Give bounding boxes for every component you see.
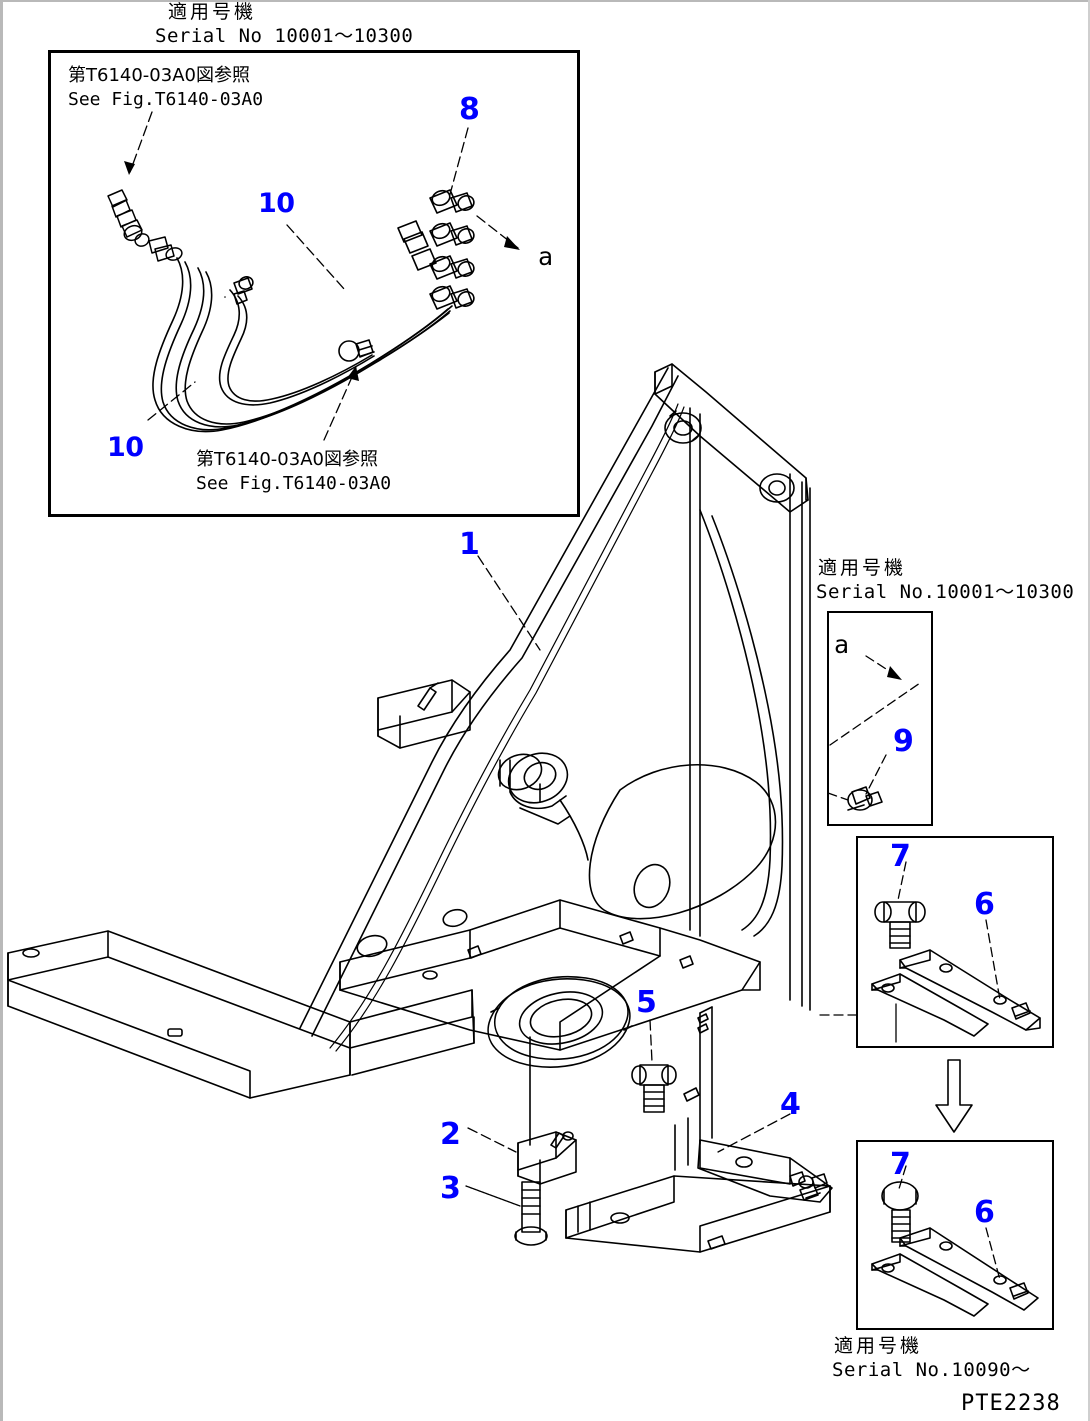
callout-number-10: 10: [107, 432, 144, 463]
chassis-plate: [339, 899, 761, 1051]
right-inset-heading-jp: 適用号機: [818, 557, 907, 579]
top-inset-ref-top-en: See Fig.T6140-03A0: [68, 89, 264, 110]
cylinder-pin-boss: [497, 753, 543, 803]
bolt-item3: [514, 1181, 548, 1246]
top-inset-ref-bottom-en: See Fig.T6140-03A0: [196, 473, 392, 494]
top-inset-ref-bottom-jp: 第T6140-03A0図参照: [196, 449, 378, 470]
section-symbol-a-right: a: [834, 630, 850, 659]
callout-number-9: 9: [893, 724, 914, 759]
main-leaders: [465, 555, 791, 1207]
chassis-hardware: [422, 931, 694, 980]
callout-number-3: 3: [440, 1171, 461, 1206]
mid-bent-arm: [699, 473, 795, 937]
callout-number-6: 6: [974, 887, 995, 922]
callout-number-6: 6: [974, 1195, 995, 1230]
rear-vertical-plate: [689, 407, 811, 1011]
bolt-item5: [631, 1064, 677, 1113]
cross-beam-item4: [565, 1175, 831, 1253]
callout-number-8: 8: [459, 92, 480, 127]
top-inset-heading-jp: 適用号機: [168, 1, 257, 23]
callout-number-5: 5: [636, 985, 657, 1020]
top-inset-heading-en: Serial No 10001～10300: [155, 25, 414, 47]
swing-ring: [487, 976, 633, 1068]
footer-drawing-code: PTE2238: [961, 1391, 1061, 1416]
bracket-inset-upper-frame: [856, 836, 1054, 1048]
bracket-inset-lower-frame: [856, 1140, 1054, 1330]
left-box-beam: [7, 930, 351, 1099]
center-box-beam: [349, 989, 475, 1076]
page-edge-right: [1088, 0, 1090, 1421]
inset-transition-arrow: [935, 1059, 973, 1133]
bracket-inset-lower-heading-jp: 適用号機: [834, 1335, 923, 1357]
right-inset-frame: [827, 611, 933, 826]
page-edge-top: [0, 0, 1090, 2]
frame-cover-hump: [356, 763, 777, 958]
callout-number-7: 7: [890, 839, 911, 874]
vertical-posts: [674, 1006, 713, 1171]
callout-number-10: 10: [258, 188, 295, 219]
boom-head: [654, 363, 809, 513]
right-frame-member: [697, 1139, 833, 1203]
right-inset-heading-en: Serial No.10001～10300: [816, 581, 1075, 603]
bracket-inset-lower-heading-en: Serial No.10090～: [832, 1359, 1031, 1381]
corner-fittings: [789, 1171, 828, 1189]
pivot-boss: [507, 752, 589, 861]
u-bracket-item2: [517, 1131, 577, 1185]
callout-number-2: 2: [440, 1117, 461, 1152]
top-inset-ref-top-jp: 第T6140-03A0図参照: [68, 65, 250, 86]
section-symbol-a-top: a: [538, 242, 554, 271]
front-left-bracket: [377, 679, 471, 749]
page-edge-left: [0, 0, 3, 1421]
callout-number-1: 1: [459, 527, 480, 562]
callout-number-7: 7: [890, 1147, 911, 1182]
callout-number-4: 4: [780, 1087, 801, 1122]
